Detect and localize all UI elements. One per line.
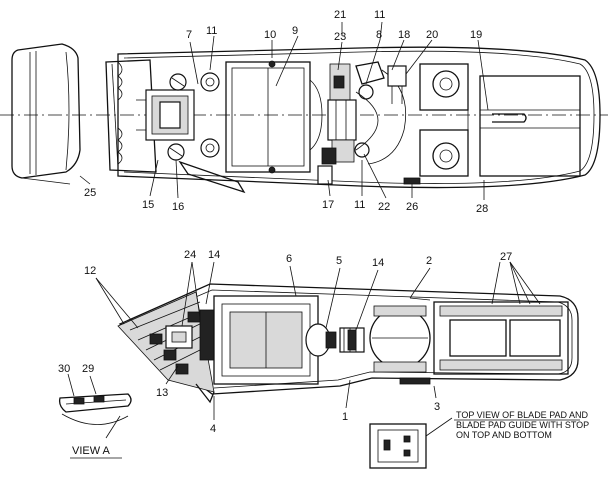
- top-view-note-line-2: BLADE PAD GUIDE WITH STOP: [456, 420, 589, 430]
- callout-11-bottom: 11: [354, 199, 365, 211]
- callout-23: 23: [334, 31, 346, 43]
- callout-14-left: 14: [208, 249, 220, 261]
- top-view-note-line-1: TOP VIEW OF BLADE PAD AND: [456, 410, 589, 420]
- callout-25: 25: [84, 187, 96, 199]
- callout-2: 2: [426, 255, 432, 267]
- top-assembly: [0, 43, 608, 194]
- callout-9: 9: [292, 25, 298, 37]
- callout-24: 24: [184, 249, 196, 261]
- blade-pad-top-view: [369, 417, 453, 469]
- callout-10: 10: [264, 29, 276, 41]
- callout-19: 19: [470, 29, 482, 41]
- callout-1: 1: [342, 411, 348, 423]
- view-a-detail: [58, 393, 132, 425]
- coupling: [339, 327, 365, 353]
- callout-numbers: 7 11 10 9 21 23 11 8 18 20 19 15 16 17 1…: [58, 9, 512, 435]
- callout-4: 4: [210, 423, 216, 435]
- callout-3: 3: [434, 401, 440, 413]
- callout-11-top-left: 11: [206, 25, 217, 37]
- callout-13: 13: [156, 387, 168, 399]
- callout-14-right: 14: [372, 257, 384, 269]
- callout-22: 22: [378, 201, 390, 213]
- switch-cluster: [317, 61, 407, 185]
- callout-28: 28: [476, 203, 488, 215]
- callout-21: 21: [334, 9, 346, 21]
- callout-18: 18: [398, 29, 410, 41]
- callout-16: 16: [172, 201, 184, 213]
- callout-26: 26: [406, 201, 418, 213]
- callout-7: 7: [186, 29, 192, 41]
- switch-cylinder: [369, 305, 431, 373]
- callout-29: 29: [82, 363, 94, 375]
- top-view-note-line-3: ON TOP AND BOTTOM: [456, 430, 552, 440]
- bottom-motor: [199, 295, 337, 385]
- blade-guard-part-25: [11, 43, 81, 185]
- callout-5: 5: [336, 255, 342, 267]
- top-motor: [225, 60, 323, 174]
- leader-lines: [67, 21, 541, 439]
- blade-head: [105, 59, 246, 194]
- callout-20: 20: [426, 29, 438, 41]
- view-a-label: VIEW A: [72, 445, 111, 457]
- callout-11-top-right: 11: [374, 9, 385, 21]
- rear-section: [403, 63, 581, 185]
- callout-27: 27: [500, 251, 512, 263]
- callout-6: 6: [286, 253, 292, 265]
- top-body-housing: [0, 46, 608, 189]
- callout-12: 12: [84, 265, 96, 277]
- battery-pack: [409, 297, 569, 375]
- switch-button: [399, 377, 431, 385]
- callout-8: 8: [376, 29, 382, 41]
- callout-17: 17: [322, 199, 334, 211]
- callout-15: 15: [142, 199, 154, 211]
- bottom-assembly: [117, 283, 579, 404]
- callout-30: 30: [58, 363, 70, 375]
- bottom-blade: [117, 291, 215, 404]
